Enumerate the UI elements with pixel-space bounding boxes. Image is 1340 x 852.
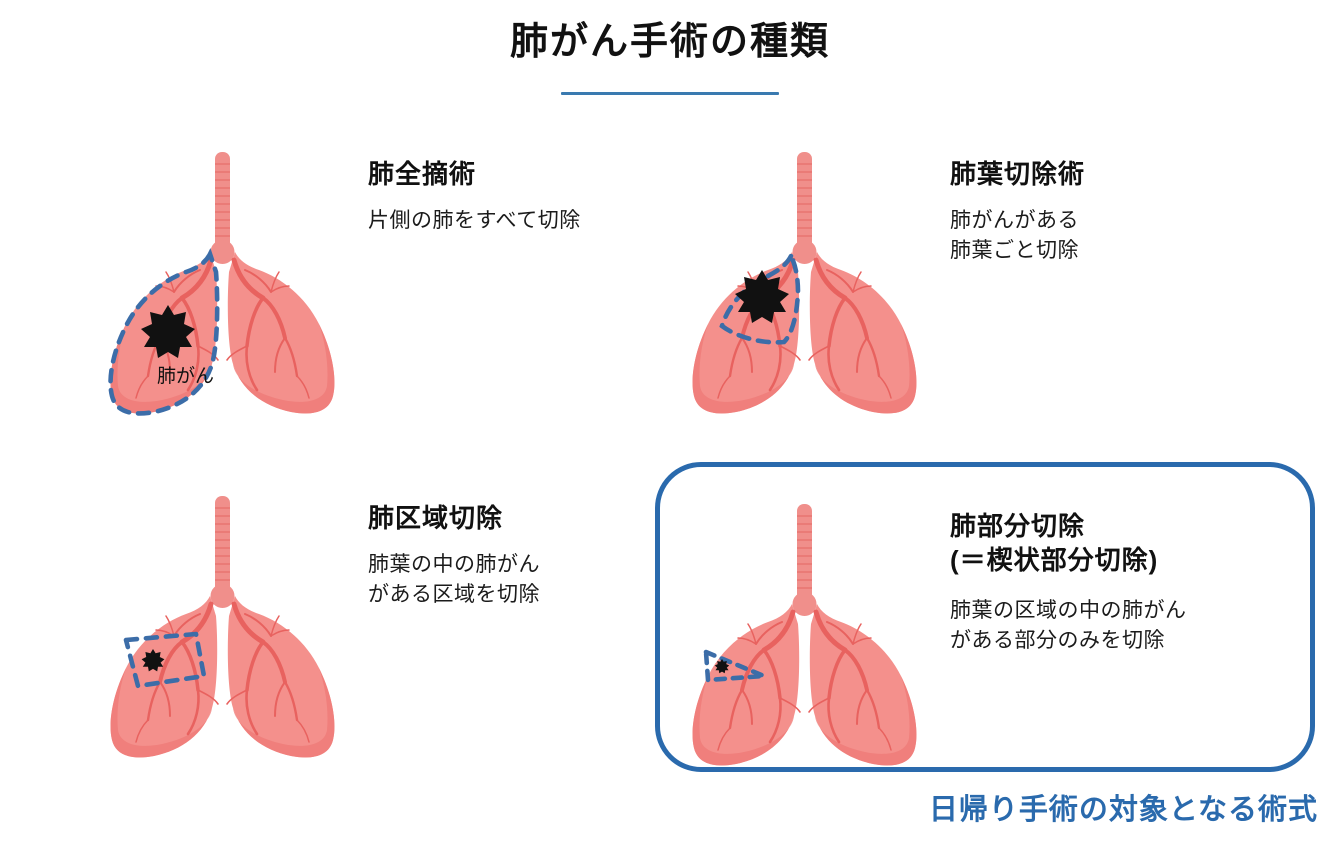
panel-lobectomy: 肺葉切除術 肺がんがある 肺葉ごと切除 [660,148,1270,428]
highlight-box-wedge-resection [655,462,1315,772]
title-block: 肺がん手術の種類 [0,20,1340,95]
panel-text-wedge-resection: 肺部分切除 (＝楔状部分切除) 肺葉の区域の中の肺がん がある部分のみを切除 [950,500,1270,656]
panel-heading-pneumonectomy: 肺全摘術 [368,159,477,189]
title-underline-rule [561,91,779,95]
resection-outline-dashed [123,631,207,689]
panel-heading-segmentectomy: 肺区域切除 [368,503,504,533]
lungs-illustration: 肺がん [78,148,368,428]
lung-diagram-wedge-resection [660,500,950,780]
panel-description-lobectomy: 肺がんがある 肺葉ごと切除 [950,208,1079,263]
footer-note-daysurgery: 日帰り手術の対象となる術式 [928,794,1318,826]
lungs-illustration [660,500,950,780]
panel-heading-wedge-resection: 肺部分切除 (＝楔状部分切除) [950,511,1159,575]
resection-outline-dashed [108,248,220,416]
panel-text-pneumonectomy: 肺全摘術 片側の肺をすべて切除 [368,148,658,236]
panel-description-wedge-resection: 肺葉の区域の中の肺がん がある部分のみを切除 [950,598,1187,653]
lungs-illustration [660,148,950,428]
resection-outline-dashed [719,250,801,345]
panel-description-pneumonectomy: 片側の肺をすべて切除 [368,208,581,232]
tumor-label: 肺がん [157,365,214,387]
panel-pneumonectomy: 肺がん 肺全摘術 片側の肺をすべて切除 [78,148,658,428]
panel-description-segmentectomy: 肺葉の中の肺がん がある区域を切除 [368,552,540,607]
lungs-illustration [78,492,368,772]
panel-heading-lobectomy: 肺葉切除術 [950,159,1086,189]
lung-diagram-lobectomy [660,148,950,428]
panel-text-segmentectomy: 肺区域切除 肺葉の中の肺がん がある区域を切除 [368,492,658,611]
panel-text-lobectomy: 肺葉切除術 肺がんがある 肺葉ごと切除 [950,148,1270,267]
panel-wedge-resection: 肺部分切除 (＝楔状部分切除) 肺葉の区域の中の肺がん がある部分のみを切除 [660,500,1270,780]
page-title: 肺がん手術の種類 [509,21,830,63]
panel-segmentectomy: 肺区域切除 肺葉の中の肺がん がある区域を切除 [78,492,658,772]
lung-diagram-segmentectomy [78,492,368,772]
resection-outline-dashed [703,649,767,683]
lung-diagram-pneumonectomy: 肺がん [78,148,368,428]
